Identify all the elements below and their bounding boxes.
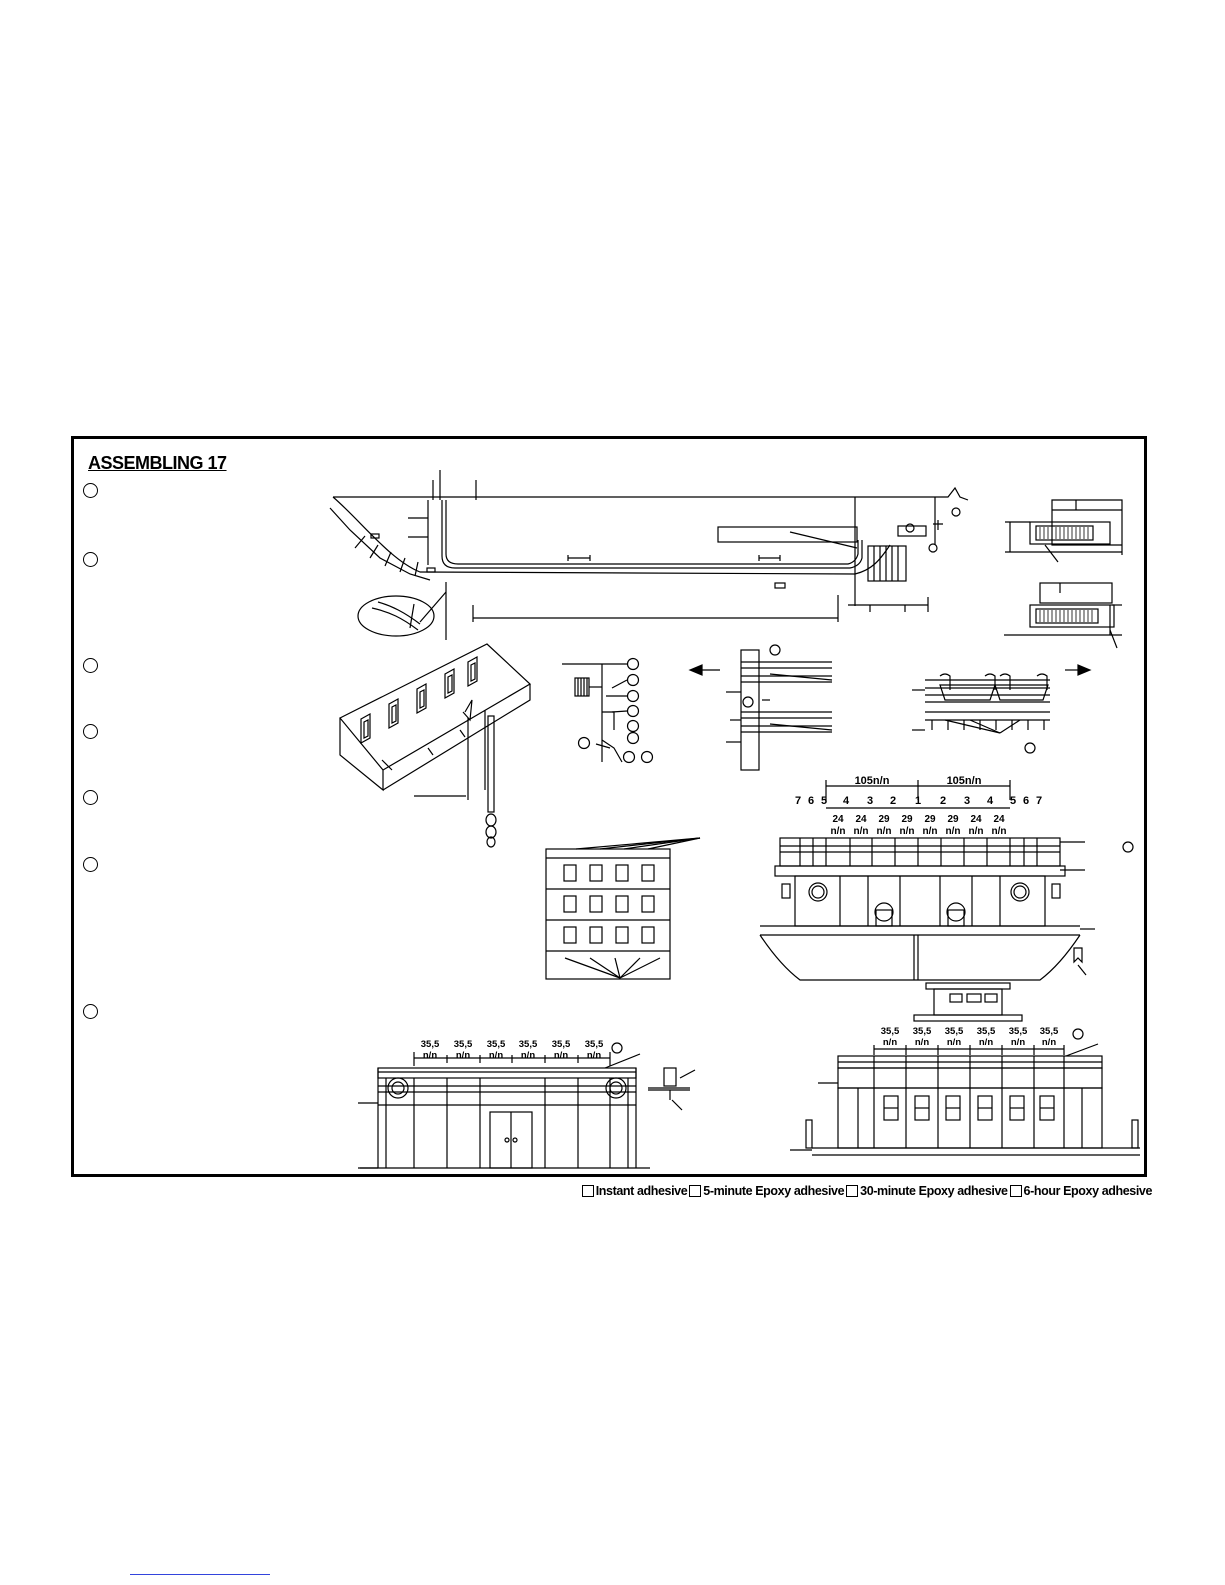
- width-24-c: 24: [970, 814, 982, 825]
- number-3-left: 3: [867, 795, 873, 807]
- bl-spacing-3: 35,5: [487, 1039, 506, 1050]
- deck-detail-lower: [1004, 582, 1122, 649]
- br-spacing-5: 35,5: [1009, 1026, 1028, 1037]
- width-unit-7: n/n: [969, 826, 984, 837]
- legend-5-minute-epoxy: 5-minute Epoxy adhesive: [689, 1184, 845, 1198]
- cabin-windows-grid: [545, 837, 701, 980]
- width-unit-4: n/n: [900, 826, 915, 837]
- step-marker-1: [83, 483, 98, 498]
- legend-label: 6-hour Epoxy adhesive: [1023, 1184, 1153, 1198]
- bl-spacing-5: 35,5: [552, 1039, 571, 1050]
- legend-6-hour-epoxy: 6-hour Epoxy adhesive: [1009, 1184, 1153, 1198]
- step-marker-7: [83, 1004, 98, 1019]
- bl-spacing-6: 35,5: [585, 1039, 604, 1050]
- lifeboat-rail-detail: [912, 664, 1092, 754]
- br-spacing-6: 35,5: [1040, 1026, 1059, 1037]
- legend-label: 5-minute Epoxy adhesive: [703, 1184, 845, 1198]
- checkbox-icon: [581, 1185, 594, 1197]
- number-7-left: 7: [795, 795, 801, 807]
- number-7-right: 7: [1036, 795, 1042, 807]
- number-5-right: 5: [1010, 795, 1016, 807]
- legend-30-minute-epoxy: 30-minute Epoxy adhesive: [846, 1184, 1008, 1198]
- rail-section-detail: [688, 644, 833, 771]
- step-marker-2: [83, 552, 98, 567]
- step-marker-5: [83, 790, 98, 805]
- br-spacing-4: 35,5: [977, 1026, 996, 1037]
- checkbox-icon: [846, 1185, 859, 1197]
- width-unit-5: n/n: [923, 826, 938, 837]
- step-marker-4: [83, 724, 98, 739]
- bl-unit-5: n/n: [554, 1050, 568, 1061]
- span-label-right: 105n/n: [947, 775, 982, 787]
- bl-unit-1: n/n: [423, 1050, 437, 1061]
- bl-spacing-4: 35,5: [519, 1039, 538, 1050]
- bl-unit-3: n/n: [489, 1050, 503, 1061]
- br-unit-3: n/n: [947, 1037, 961, 1048]
- br-spacing-1: 35,5: [881, 1026, 900, 1037]
- page-title: ASSEMBLING 17: [88, 453, 227, 473]
- number-4-right: 4: [987, 795, 994, 807]
- assembly-panel: ASSEMBLING 17: [71, 436, 1147, 1177]
- width-29-c: 29: [924, 814, 936, 825]
- br-unit-4: n/n: [979, 1037, 993, 1048]
- legend-instant-adhesive: Instant adhesive: [581, 1184, 688, 1198]
- width-unit-1: n/n: [831, 826, 846, 837]
- adhesive-legend: Instant adhesive 5-minute Epoxy adhesive…: [580, 1184, 1152, 1198]
- bl-spacing-1: 35,5: [421, 1039, 440, 1050]
- bl-unit-6: n/n: [587, 1050, 601, 1061]
- bl-unit-2: n/n: [456, 1050, 470, 1061]
- width-unit-2: n/n: [854, 826, 869, 837]
- width-unit-6: n/n: [946, 826, 961, 837]
- bl-unit-4: n/n: [521, 1050, 535, 1061]
- number-6-right: 6: [1023, 795, 1029, 807]
- window-hull-perspective: [339, 643, 531, 848]
- width-unit-3: n/n: [877, 826, 892, 837]
- bottom-right-elevation: [790, 982, 1140, 1156]
- br-unit-2: n/n: [915, 1037, 929, 1048]
- step-marker-6: [83, 857, 98, 872]
- superstructure-front-view: [759, 780, 1134, 981]
- number-4-left: 4: [843, 795, 850, 807]
- number-6-left: 6: [808, 795, 814, 807]
- br-unit-5: n/n: [1011, 1037, 1025, 1048]
- hull-side-view-diagram: [329, 470, 969, 640]
- checkbox-icon: [1009, 1185, 1022, 1197]
- bottom-left-elevation: [358, 1042, 696, 1169]
- width-24-a: 24: [832, 814, 844, 825]
- width-unit-8: n/n: [992, 826, 1007, 837]
- number-5-left: 5: [821, 795, 827, 807]
- br-spacing-2: 35,5: [913, 1026, 932, 1037]
- deck-detail-upper: [1005, 499, 1123, 563]
- number-3-right: 3: [964, 795, 970, 807]
- step-marker-3: [83, 658, 98, 673]
- br-spacing-3: 35,5: [945, 1026, 964, 1037]
- legend-label: Instant adhesive: [595, 1184, 688, 1198]
- br-unit-1: n/n: [883, 1037, 897, 1048]
- number-1-center: 1: [915, 795, 921, 807]
- legend-label: 30-minute Epoxy adhesive: [860, 1184, 1008, 1198]
- footer-link-underline[interactable]: [130, 1574, 270, 1575]
- width-29-b: 29: [901, 814, 913, 825]
- number-2-left: 2: [890, 795, 896, 807]
- br-unit-6: n/n: [1042, 1037, 1056, 1048]
- width-29-a: 29: [878, 814, 890, 825]
- bl-spacing-2: 35,5: [454, 1039, 473, 1050]
- checkbox-icon: [689, 1185, 702, 1197]
- width-24-b: 24: [855, 814, 867, 825]
- width-24-d: 24: [993, 814, 1005, 825]
- span-label-left: 105n/n: [855, 775, 890, 787]
- width-29-d: 29: [947, 814, 959, 825]
- stair-detail-callouts: [562, 657, 654, 764]
- number-2-right: 2: [940, 795, 946, 807]
